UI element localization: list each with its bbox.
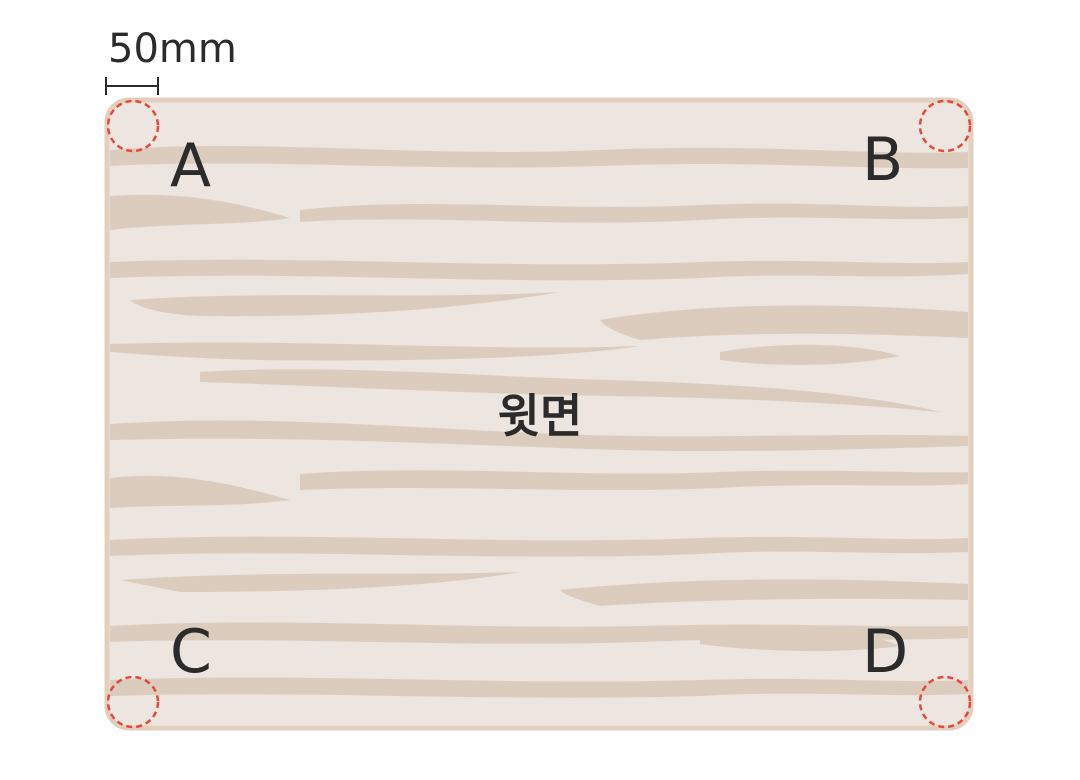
dimension-label: 50mm xyxy=(108,26,237,72)
corner-marker-a xyxy=(106,99,160,153)
corner-label-d: D xyxy=(862,617,908,687)
wood-grain xyxy=(110,146,968,698)
corner-label-a: A xyxy=(170,131,211,201)
corner-marker-d xyxy=(918,675,972,729)
wood-board xyxy=(104,97,974,731)
corner-label-c: C xyxy=(170,617,212,687)
corner-label-b: B xyxy=(862,125,903,195)
board-top-label: 윗면 xyxy=(498,389,583,443)
dimension-indicator xyxy=(105,77,159,95)
corner-marker-b xyxy=(918,99,972,153)
corner-markers xyxy=(106,99,972,729)
corner-marker-c xyxy=(106,675,160,729)
